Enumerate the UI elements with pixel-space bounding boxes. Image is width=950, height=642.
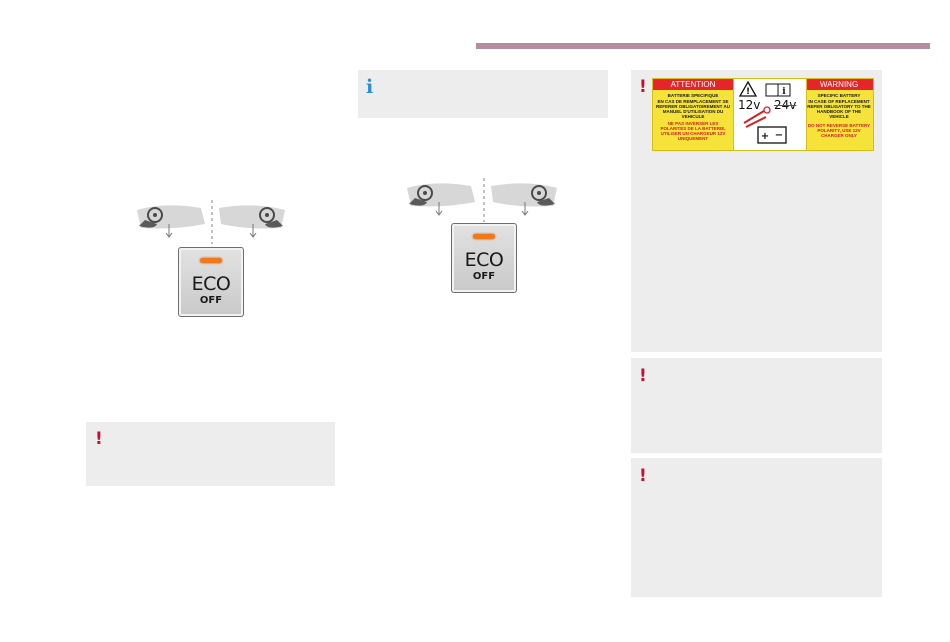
eco-indicator-light — [200, 258, 222, 263]
battery-warning-label: ATTENTION WARNING BATTERIE SPECIFIQUE EN… — [652, 78, 874, 151]
attention-header: ATTENTION — [653, 79, 733, 90]
eco-off-button-middle[interactable]: ECO OFF — [451, 223, 517, 293]
manual-info-glyph: i — [782, 87, 786, 97]
warning-icon: ! — [639, 466, 647, 486]
en-title: SPECIFIC BATTERY — [817, 93, 861, 98]
en-text: IN CASE OF REPLACEMENT REFER OBLIGATORY … — [807, 99, 871, 119]
driving-position-diagram-left — [137, 200, 285, 244]
eco-button-text: ECO — [191, 273, 231, 295]
en-red-text: DO NOT REVERSE BATTERY POLARITY, USE 12V… — [807, 123, 871, 138]
driving-position-diagram-middle — [407, 178, 557, 222]
voltage-24v-crossed: 24v — [774, 98, 797, 112]
battery-pictogram: ! i + − 12v 24v — [733, 79, 807, 150]
svg-text:−: − — [775, 130, 783, 141]
svg-text:+: + — [761, 131, 769, 142]
warning-icon: ! — [639, 77, 647, 97]
eco-button-text: ECO — [464, 249, 504, 271]
warning-note-right-2: ! — [631, 358, 882, 453]
fr-red-text: NE PAS INVERSER LES POLARITES DE LA BATT… — [660, 121, 726, 141]
eco-button-subtext: OFF — [472, 271, 496, 282]
battery-warning-note: ! ATTENTION WARNING BATTERIE SPECIFIQUE … — [631, 70, 882, 352]
section-header-rule — [476, 43, 930, 49]
info-note-middle: i — [358, 70, 608, 118]
warning-triangle-glyph: ! — [746, 87, 750, 97]
warning-header: WARNING — [805, 79, 873, 90]
fr-title: BATTERIE SPECIFIQUE — [667, 93, 719, 98]
eco-indicator-light — [473, 234, 495, 239]
warning-icon: ! — [95, 429, 103, 449]
warning-note-left: ! — [86, 422, 335, 486]
warning-icon: ! — [639, 366, 647, 386]
voltage-12v: 12v — [738, 98, 761, 112]
warning-note-right-3: ! — [631, 458, 882, 597]
battery-pictogram-icon: ! i + − — [738, 80, 791, 144]
eco-button-subtext: OFF — [199, 295, 223, 306]
eco-off-button-left[interactable]: ECO OFF — [178, 247, 244, 317]
fr-text: EN CAS DE REMPLACEMENT SE REFERER OBLIGA… — [656, 99, 730, 119]
info-icon: i — [366, 76, 374, 98]
